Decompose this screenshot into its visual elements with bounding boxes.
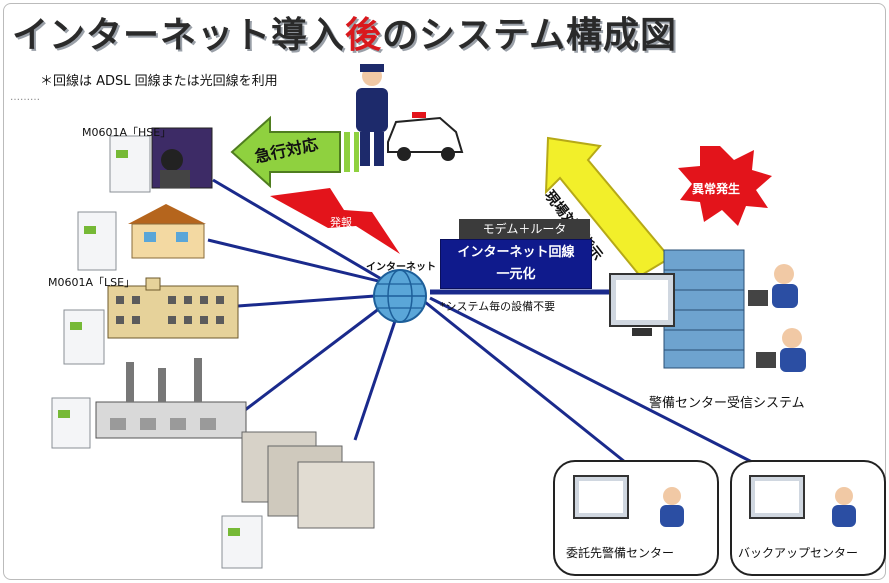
anomaly-burst-icon <box>678 146 772 226</box>
police-officer-icon <box>356 64 388 166</box>
alarm-lightning-icon <box>270 188 400 254</box>
school-building-icon <box>107 277 239 339</box>
link-house <box>207 238 396 287</box>
link-hse <box>212 178 401 292</box>
house-icon <box>128 204 206 259</box>
anomaly-label: 異常発生 <box>692 182 741 196</box>
box2-operator-icon <box>832 487 856 527</box>
center-monitor-icon <box>609 273 675 336</box>
link-school <box>237 294 376 308</box>
box2-monitor-icon <box>749 475 805 519</box>
box1-monitor-icon <box>573 475 629 519</box>
internet-line-unify: 一元化 <box>496 267 536 282</box>
no-equipment-note: *システム毎の設備不要 <box>440 300 556 313</box>
outsourced-center-label: 委託先警備センター <box>566 546 675 560</box>
internet-label: インターネット <box>366 262 436 273</box>
page-title: インターネット導入後のシステム構成図 <box>12 6 677 58</box>
operator-icon <box>748 264 806 372</box>
internet-line-box: インターネット回線 一元化 <box>440 239 592 289</box>
line-note: ＊回線は ADSL 回線または光回線を利用 <box>40 74 278 89</box>
security-center-label: 警備センター受信システム <box>649 396 805 411</box>
dotted-marker: ……… <box>10 92 40 103</box>
diagram-frame <box>3 3 886 580</box>
box1-operator-icon <box>660 487 684 527</box>
burglar-icon <box>151 127 213 189</box>
alarm-panel-icon <box>51 135 263 569</box>
instruction-arrow-icon <box>544 136 672 278</box>
title-text: インターネット導入 <box>12 15 346 56</box>
internet-globe-icon <box>373 269 427 323</box>
link-building <box>353 317 398 441</box>
device-label-lse: M0601A「LSE」 <box>48 276 136 289</box>
factory-icon <box>95 358 247 439</box>
title-text-end: のシステム構成図 <box>382 15 677 56</box>
link-box2 <box>429 296 753 464</box>
center-building-icon <box>663 249 745 369</box>
internet-line-text: インターネット回線 <box>457 245 575 260</box>
police-car-icon <box>387 112 464 161</box>
response-arrow-icon <box>230 115 359 189</box>
device-label-hse: M0601A「HSE」 <box>82 126 172 139</box>
backup-center-label: バックアップセンター <box>738 546 859 560</box>
alarm-label: 発報 <box>330 216 352 229</box>
link-factory <box>244 306 381 412</box>
apartment-buildings-icon <box>241 431 375 529</box>
link-box1 <box>424 300 631 468</box>
modem-router-label: モデム＋ルータ <box>459 219 590 239</box>
title-highlight: 後 <box>345 15 383 56</box>
